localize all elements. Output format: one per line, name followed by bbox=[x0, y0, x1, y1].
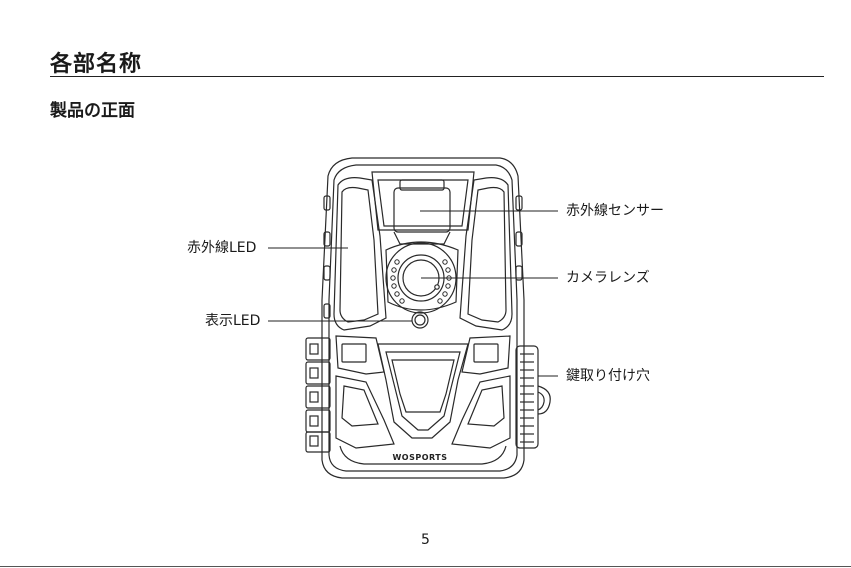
callout-camera-lens: カメラレンズ bbox=[566, 269, 650, 287]
bottom-divider bbox=[0, 566, 851, 567]
callout-lock-hole: 鍵取り付け穴 bbox=[566, 367, 650, 385]
brand-logo: WOSPORTS bbox=[392, 453, 447, 462]
lock-grip bbox=[516, 346, 550, 448]
callout-indicator-led: 表示LED bbox=[205, 312, 260, 330]
side-latches bbox=[306, 338, 330, 452]
callout-ir-led: 赤外線LED bbox=[187, 239, 256, 257]
ir-led-ring bbox=[391, 260, 451, 303]
left-side-tabs bbox=[324, 196, 522, 318]
callout-ir-sensor: 赤外線センサー bbox=[566, 202, 664, 220]
page-number: 5 bbox=[0, 532, 851, 548]
indicator-led bbox=[412, 312, 428, 328]
